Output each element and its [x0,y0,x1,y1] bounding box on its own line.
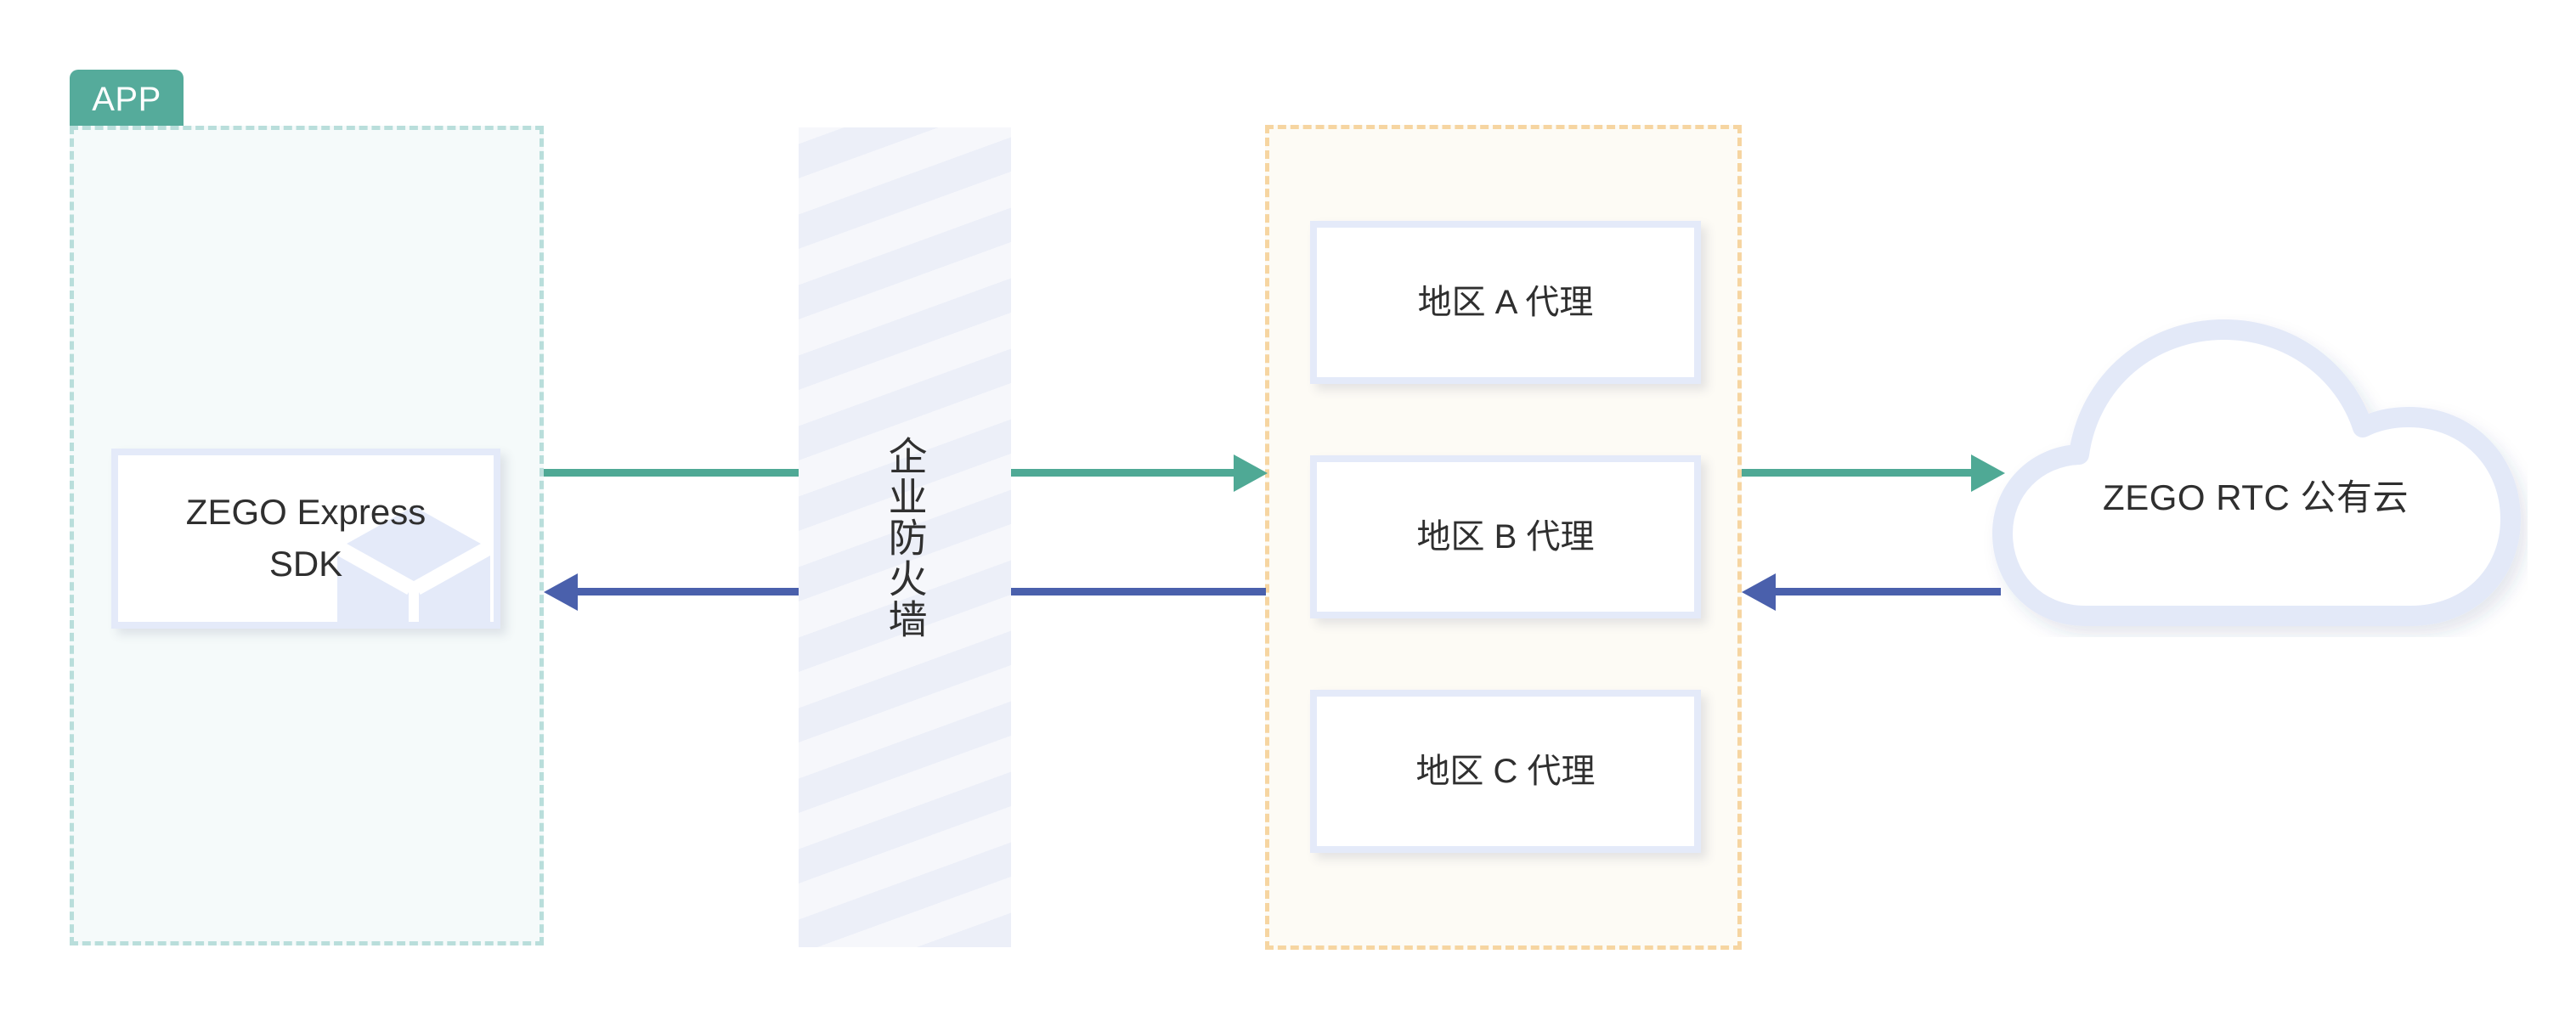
arrow-head-left-icon [544,573,578,611]
enterprise-firewall-label: 企业防火墙 [883,435,928,640]
arrow-line [1011,469,1234,477]
zego-express-sdk-box[interactable]: ZEGO Express SDK [111,449,500,629]
app-zone-tag: APP [70,70,184,129]
zego-rtc-public-cloud-label: ZEGO RTC 公有云 [2103,477,2409,517]
proxy-box-region-a-inner: 地区 A 代理 [1317,228,1694,377]
enterprise-firewall-column: 企业防火墙 [799,127,1011,947]
arrow-line [1011,588,1266,595]
proxy-box-region-b[interactable]: 地区 B 代理 [1310,455,1701,618]
arrow-line [578,588,799,595]
proxy-box-region-b-label: 地区 B 代理 [1416,518,1595,556]
cube-icon [336,500,492,622]
arrow-line [544,469,799,477]
proxy-box-region-b-inner: 地区 B 代理 [1317,462,1694,612]
arrow-line [1776,588,2001,595]
zego-rtc-public-cloud[interactable]: ZEGO RTC 公有云 [1984,314,2528,637]
arrow-head-right-icon [1971,454,2005,492]
arrow-head-right-icon [1234,454,1268,492]
zego-express-sdk-box-inner: ZEGO Express SDK [118,455,494,622]
proxy-box-region-c[interactable]: 地区 C 代理 [1310,690,1701,853]
zego-express-sdk-label: ZEGO Express SDK [185,492,427,584]
arrow-head-left-icon [1742,573,1776,611]
proxy-box-region-c-inner: 地区 C 代理 [1317,697,1694,846]
proxy-box-region-a-label: 地区 A 代理 [1417,284,1594,321]
proxy-box-region-a[interactable]: 地区 A 代理 [1310,221,1701,384]
arrow-line [1742,469,1971,477]
cloud-shape-icon [1992,319,2521,626]
proxy-box-region-c-label: 地区 C 代理 [1415,753,1596,790]
